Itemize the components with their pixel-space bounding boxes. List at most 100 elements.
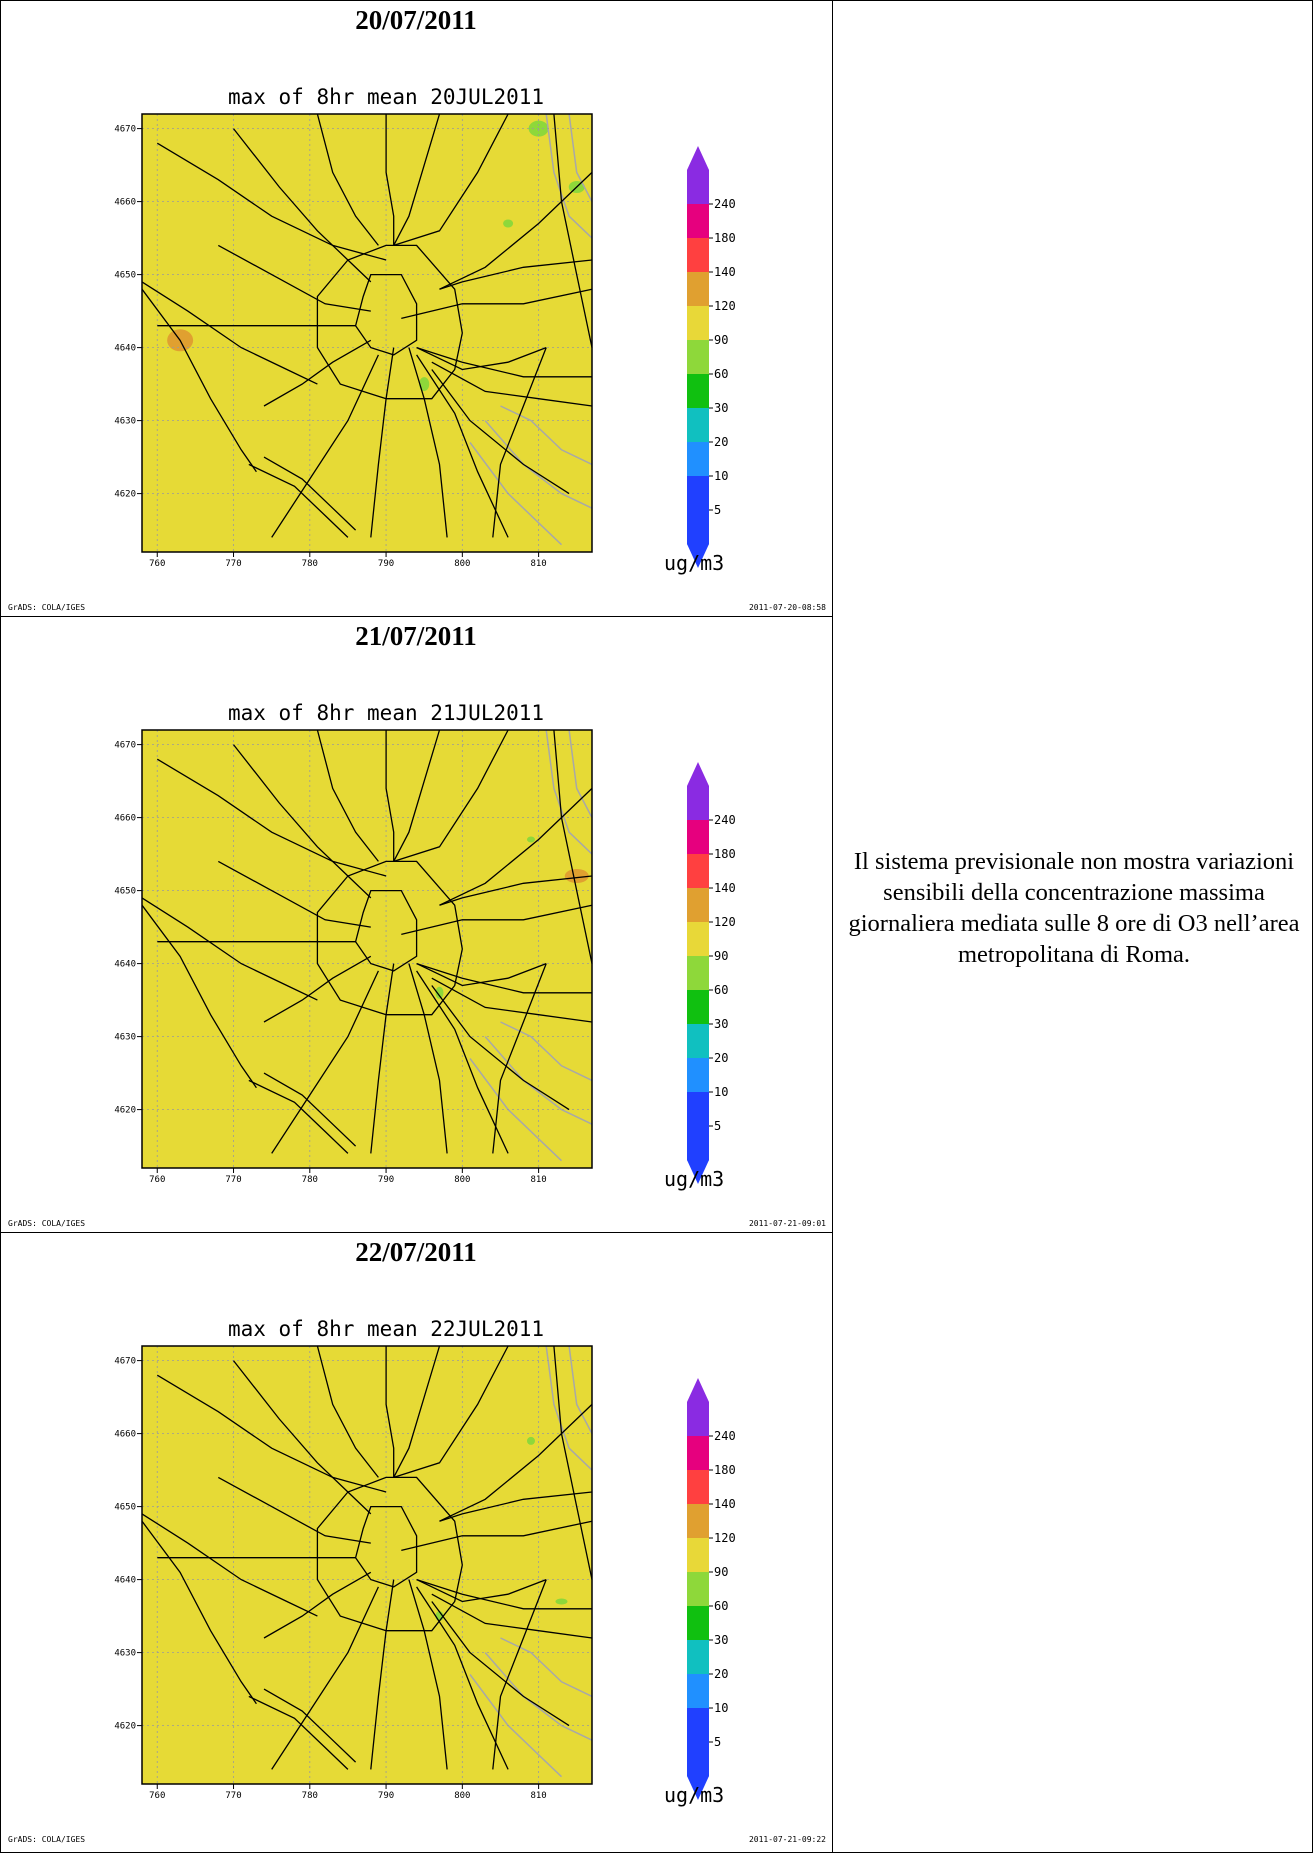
road [492, 347, 547, 538]
road [416, 1578, 547, 1603]
road [431, 977, 593, 1023]
colorbar-level: 140 [714, 265, 736, 279]
road [263, 1072, 357, 1147]
road [439, 787, 593, 906]
colorbar-segment [687, 990, 709, 1025]
colorbar-level: 5 [714, 1735, 721, 1749]
colorbar-segment [687, 306, 709, 341]
panel-date: 21/07/2011 [355, 621, 477, 651]
x-tick-label: 810 [530, 1175, 546, 1185]
y-tick-label: 4670 [114, 1357, 136, 1367]
road [316, 1345, 379, 1478]
map-frame [141, 113, 593, 553]
concentration-spot [526, 1436, 535, 1445]
road [217, 1476, 371, 1544]
colorbar-top-arrow [687, 762, 709, 786]
road [271, 970, 379, 1154]
colorbar-level: 10 [714, 1701, 728, 1715]
inner-ring-road [354, 273, 418, 356]
colorbar-segment [687, 1572, 709, 1607]
x-tick-label: 790 [378, 1791, 394, 1801]
road [385, 730, 395, 862]
road [393, 729, 509, 863]
orbital-ring-road [316, 244, 463, 400]
forecast-comment: Il sistema previsionale non mostra varia… [848, 848, 1300, 968]
colorbar-segment [687, 888, 709, 923]
colorbar-segment [687, 1640, 709, 1675]
road [385, 114, 395, 246]
x-tick-label: 760 [149, 1175, 165, 1185]
colorbar-segment [687, 1402, 709, 1437]
y-tick-label: 4640 [114, 344, 136, 354]
map-frame [141, 1345, 593, 1785]
colorbar-segment [687, 170, 709, 205]
colorbar-segment [687, 1126, 709, 1161]
terrain-contour [484, 1036, 593, 1125]
colorbar-segment [687, 786, 709, 821]
road [263, 339, 372, 407]
concentration-spot [526, 836, 535, 843]
road [408, 347, 448, 538]
column-divider [832, 0, 833, 1853]
colorbar-segment [687, 340, 709, 375]
y-tick-label: 4650 [114, 271, 136, 281]
road [141, 1520, 257, 1705]
colorbar-level: 20 [714, 1051, 728, 1065]
concentration-spot [435, 986, 444, 999]
x-tick-label: 810 [530, 559, 546, 569]
y-tick-label: 4660 [114, 814, 136, 824]
colorbar-segment [687, 238, 709, 273]
colorbar-segment [687, 204, 709, 239]
colorbar-top-arrow [687, 1378, 709, 1402]
colorbar-level: 240 [714, 813, 736, 827]
colorbar-level: 60 [714, 367, 728, 381]
road [393, 113, 509, 247]
y-tick-label: 4630 [114, 417, 136, 427]
road [370, 347, 395, 538]
terrain-contour [469, 1058, 563, 1162]
colorbar-unit: ug/m3 [664, 1783, 724, 1807]
terrain-contour [500, 405, 593, 466]
colorbar-level: 5 [714, 1119, 721, 1133]
road [248, 1695, 349, 1770]
y-tick-label: 4630 [114, 1649, 136, 1659]
colorbar-segment [687, 1674, 709, 1709]
colorbar-level: 60 [714, 983, 728, 997]
colorbar-segment [687, 374, 709, 409]
footer-right: 2011-07-21-09:22 [749, 1835, 826, 1844]
road [416, 962, 547, 987]
road [316, 729, 379, 862]
y-tick-label: 4620 [114, 1722, 136, 1732]
colorbar-bottom-arrow [687, 544, 709, 568]
colorbar-level: 30 [714, 401, 728, 415]
colorbar-level: 240 [714, 197, 736, 211]
road [416, 346, 547, 371]
colorbar-segment [687, 1538, 709, 1573]
colorbar-segment [687, 922, 709, 957]
y-tick-label: 4660 [114, 1430, 136, 1440]
colorbar-segment [687, 1708, 709, 1743]
road [393, 113, 441, 246]
road [408, 963, 448, 1154]
map-title: max of 8hr mean 21JUL2011 [228, 701, 544, 725]
terrain-contour [568, 1345, 593, 1434]
map-frame [141, 729, 593, 1169]
colorbar-level: 120 [714, 915, 736, 929]
road [416, 354, 509, 538]
colorbar-level: 180 [714, 847, 736, 861]
road [431, 369, 570, 495]
orbital-ring-road [316, 860, 463, 1016]
x-tick-label: 800 [454, 1791, 470, 1801]
road [431, 1593, 593, 1639]
panel-date: 22/07/2011 [355, 1237, 477, 1267]
road [408, 1579, 448, 1770]
colorbar-level: 90 [714, 333, 728, 347]
colorbar-level: 20 [714, 1667, 728, 1681]
road [439, 171, 593, 290]
concentration-spot [419, 377, 430, 392]
road [492, 963, 547, 1154]
row-divider-1 [0, 616, 832, 617]
x-tick-label: 800 [454, 559, 470, 569]
y-tick-label: 4620 [114, 1106, 136, 1116]
